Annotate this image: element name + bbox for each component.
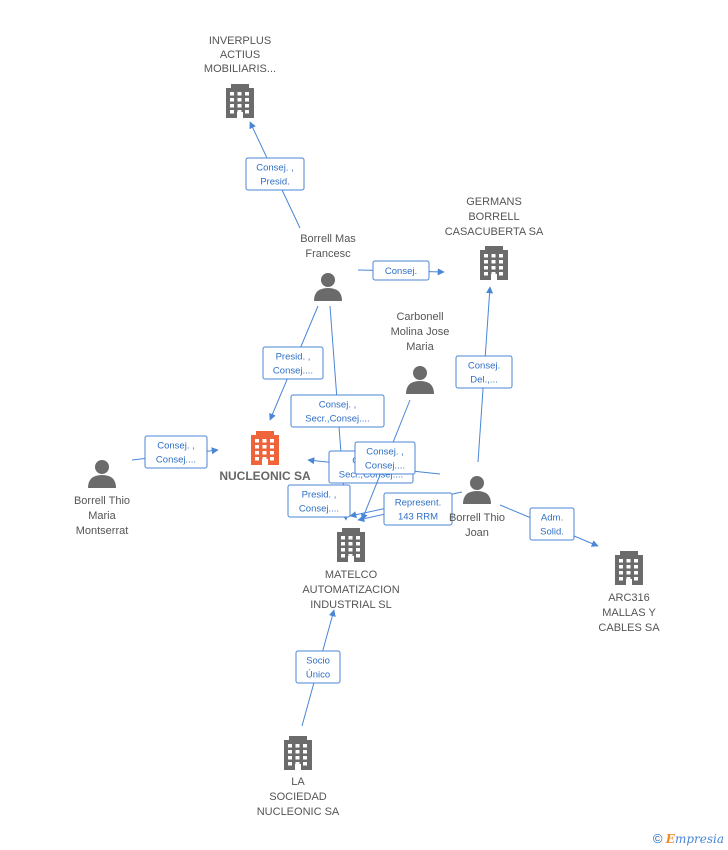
building-icon — [615, 551, 643, 585]
edge-label-text: Consej. , — [366, 447, 404, 458]
node-label: ARC316 — [608, 592, 650, 604]
edge-label-text: Secr.,Consej.... — [339, 470, 403, 481]
edge-label-text: Consej. — [468, 361, 500, 372]
node-label: Borrell Thio — [74, 495, 130, 507]
edge-label-text: Represent. — [395, 498, 441, 509]
brand-logo[interactable]: Empresia — [666, 832, 724, 846]
nodes-layer: INVERPLUS ACTIUS MOBILIARIS... GERMANS BORRE… — [74, 35, 660, 818]
node-label: CABLES SA — [598, 622, 660, 634]
edge-label-text: Presid. , — [276, 352, 311, 363]
edge-label-text: Único — [306, 670, 330, 681]
node-matelco[interactable]: MATELCO AUTOMATIZACION INDUSTRIAL SL — [302, 528, 400, 611]
edge-borrell_mas-to-nucleonic: Presid. , Consej.... — [262, 305, 324, 421]
edge-borrell_mas-to-matelco: Consej. , Secr.,Consej.... — [290, 305, 385, 521]
edge-label-box[interactable] — [295, 650, 341, 684]
edge-label-text: Presid. , — [302, 490, 337, 501]
node-label: MOBILIARIS... — [204, 63, 276, 75]
brand-initial: E — [665, 832, 675, 846]
edge-borrell_mas-to-germans: Consej. — [357, 260, 445, 281]
node-label: INDUSTRIAL SL — [310, 599, 392, 611]
edge-borrell_thio_joan-to-germans: Consej. Del.,... — [455, 286, 513, 463]
edge-label-text: 143 RRM — [398, 512, 438, 523]
edge-borrell_thio_joan-to-matelco: Represent. 143 RRM — [357, 492, 453, 526]
node-label: NUCLEONIC SA — [219, 469, 311, 483]
node-nucleonic[interactable]: NUCLEONIC SA — [219, 431, 311, 483]
edge-label-box[interactable] — [287, 484, 351, 518]
edge-label-text: Adm. — [541, 513, 563, 524]
node-label: MATELCO — [325, 569, 378, 581]
building-icon — [251, 431, 279, 465]
node-label: Maria — [88, 510, 116, 522]
node-label: LA — [291, 776, 305, 788]
edge-label-text: Consej. , — [319, 400, 357, 411]
edge-label-text: Socio — [306, 656, 330, 667]
edge-label-box[interactable] — [383, 492, 453, 526]
edge-label-text: Consej.... — [299, 504, 339, 515]
node-label: ACTIUS — [220, 49, 260, 61]
edge-label-text: Del.,... — [470, 375, 497, 386]
edge-label-box[interactable] — [354, 441, 416, 475]
node-label: SOCIEDAD — [269, 791, 327, 803]
edge-label-box[interactable] — [262, 346, 324, 380]
building-icon — [226, 84, 254, 118]
edge-label-text: Presid. — [260, 177, 290, 188]
node-label: NUCLEONIC SA — [257, 806, 340, 818]
footer-brand: © Empresia — [653, 831, 724, 846]
edge-label-box[interactable] — [372, 260, 430, 281]
person-icon — [88, 460, 116, 488]
node-germans[interactable]: GERMANS BORRELL CASACUBERTA SA — [445, 196, 544, 280]
building-icon — [284, 736, 312, 770]
edge-label-text: Consej. — [385, 266, 417, 277]
edge-label-text: Consej.... — [365, 461, 405, 472]
edge-label-text: Consej. , — [256, 163, 294, 174]
building-icon — [337, 528, 365, 562]
node-label: GERMANS — [466, 196, 522, 208]
node-label: Borrell Thio — [449, 512, 505, 524]
edges-layer: Consej. , Presid. Consej. Presid. , Consej..… — [131, 121, 599, 727]
edge-label-text: Consej.... — [273, 366, 313, 377]
edge-borrell_mas-to-inverplus: Consej. , Presid. — [245, 121, 305, 229]
edge-label-box[interactable] — [455, 355, 513, 389]
node-label: Molina Jose — [391, 326, 450, 338]
edge-label-text: Consej. , — [157, 441, 195, 452]
edge-label-text: Consej.... — [156, 455, 196, 466]
node-label: Borrell Mas — [300, 233, 356, 245]
person-icon — [463, 476, 491, 504]
node-label: BORRELL — [468, 211, 519, 223]
node-label: Francesc — [305, 248, 351, 260]
node-label: Montserrat — [76, 525, 129, 537]
node-label: Carbonell — [396, 311, 443, 323]
edge-borrell_thio_joan-to-arc316: Adm. Solid. — [499, 504, 599, 547]
node-label: AUTOMATIZACION — [302, 584, 399, 596]
node-label: INVERPLUS — [209, 35, 271, 47]
brand-name: mpresia — [674, 832, 724, 846]
edge-label-box[interactable] — [290, 394, 385, 428]
edge-borrell_thio_maria-to-nucleonic: Consej. , Consej.... — [131, 435, 219, 469]
node-inverplus[interactable]: INVERPLUS ACTIUS MOBILIARIS... — [204, 35, 276, 118]
node-label: Maria — [406, 341, 434, 353]
edge-label-text: Solid. — [540, 527, 564, 538]
node-label: Joan — [465, 527, 489, 539]
edge-carbonell-to-matelco: Consej. , Consej.... — [354, 399, 416, 521]
edge-label-text: Secr.,Consej.... — [305, 414, 369, 425]
edge-label-box[interactable] — [529, 507, 575, 541]
node-label: CASACUBERTA SA — [445, 226, 544, 238]
person-icon — [314, 273, 342, 301]
copyright-symbol: © — [652, 831, 663, 846]
edge-label-box[interactable] — [144, 435, 208, 469]
node-label: MALLAS Y — [602, 607, 656, 619]
node-la_sociedad[interactable]: LA SOCIEDAD NUCLEONIC SA — [257, 736, 340, 818]
edge-label-box[interactable] — [245, 157, 305, 191]
person-icon — [406, 366, 434, 394]
building-icon — [480, 246, 508, 280]
